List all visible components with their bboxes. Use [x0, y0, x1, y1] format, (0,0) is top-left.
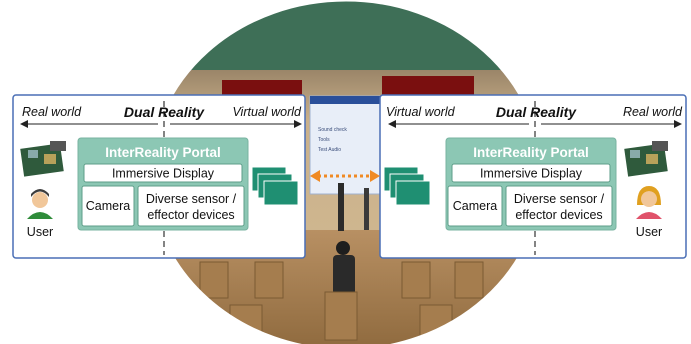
immersive-display-box — [83, 163, 243, 183]
user-avatar-icon — [636, 186, 662, 219]
display-stack-icon — [383, 166, 431, 206]
camera-box — [81, 185, 135, 227]
left-world-label: Virtual world — [386, 105, 456, 119]
bidirectional-arrow-icon — [310, 170, 380, 182]
sensor-devices-box — [137, 185, 245, 227]
scene-screen-line: Test Audio — [318, 147, 341, 153]
immersive-display-label: Immersive Display — [480, 167, 583, 181]
portal-title: InterReality Portal — [105, 145, 221, 160]
sensor-label-line2: effector devices — [147, 208, 234, 222]
user-label: User — [636, 225, 662, 239]
right-world-label: Real world — [623, 105, 683, 119]
camera-label: Camera — [86, 199, 131, 213]
right-panel: Virtual world Dual Reality Real world In… — [379, 94, 687, 259]
device-board-image — [624, 141, 668, 177]
scene-screen-line: Sound check — [318, 127, 347, 133]
sensor-label-line1: Diverse sensor / — [146, 192, 237, 206]
left-world-label: Real world — [22, 105, 82, 119]
camera-label: Camera — [453, 199, 498, 213]
left-panel: Real world Dual Reality Virtual world Us… — [12, 94, 306, 259]
sensor-label-line2: effector devices — [515, 208, 602, 222]
dual-reality-label: Dual Reality — [496, 104, 577, 120]
scene-screen-line: Tools — [318, 137, 330, 143]
sensor-label-line1: Diverse sensor / — [514, 192, 605, 206]
immersive-display-label: Immersive Display — [112, 167, 215, 181]
device-board-image — [20, 141, 66, 177]
display-stack-icon — [251, 166, 299, 206]
immersive-display-box — [451, 163, 611, 183]
user-label: User — [27, 225, 53, 239]
dual-reality-label: Dual Reality — [124, 104, 205, 120]
sensor-devices-box — [505, 185, 613, 227]
camera-box — [447, 185, 503, 227]
portal-title: InterReality Portal — [473, 145, 589, 160]
user-avatar-icon — [27, 189, 53, 219]
right-world-label: Virtual world — [232, 105, 302, 119]
